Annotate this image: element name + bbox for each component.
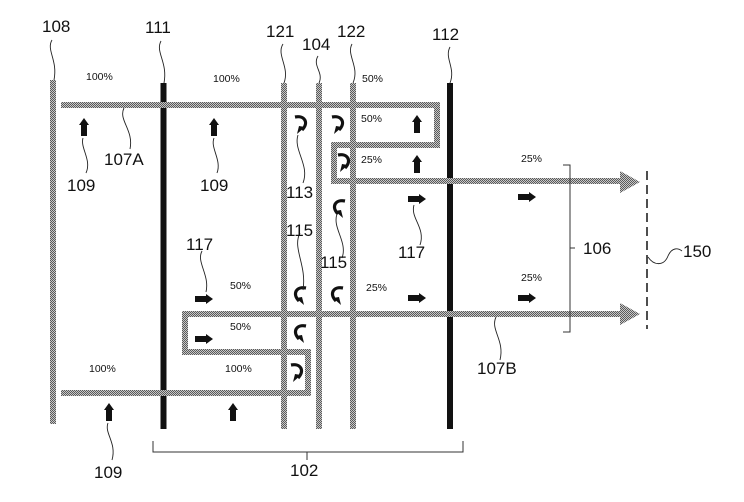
leader-121 xyxy=(280,43,286,84)
turn-arrow-icon xyxy=(336,153,351,174)
label-115a: 115 xyxy=(286,221,313,240)
percent-lower-loop-inner: 50% xyxy=(230,321,251,333)
turn-arrow-icon xyxy=(289,363,304,384)
leader-108 xyxy=(49,39,56,81)
label-104: 104 xyxy=(302,35,330,54)
percent-bottom-left: 100% xyxy=(89,363,116,375)
leader-122 xyxy=(350,43,356,84)
percent-mid-left: 50% xyxy=(230,280,251,292)
label-115b: 115 xyxy=(320,253,347,272)
right-arrow-icon xyxy=(518,293,536,303)
bracket-106 xyxy=(563,164,575,333)
label-150: 150 xyxy=(683,242,711,261)
turn-arrow-icon xyxy=(332,199,347,220)
percent-bottom-mid: 100% xyxy=(225,363,252,375)
leader-109b xyxy=(212,137,219,174)
label-122: 122 xyxy=(337,22,365,41)
leader-117b xyxy=(412,204,422,246)
right-arrow-icon xyxy=(195,294,213,304)
label-111: 111 xyxy=(145,18,171,37)
percent-mid-right: 25% xyxy=(366,282,387,294)
leader-107A xyxy=(122,107,132,150)
label-107B: 107B xyxy=(477,359,517,378)
up-arrow-icon xyxy=(104,403,114,421)
turn-arrow-icon xyxy=(330,115,345,136)
percent-output-upper: 25% xyxy=(521,153,542,165)
leader-112 xyxy=(447,46,453,84)
label-107A: 107A xyxy=(104,150,144,169)
right-arrow-icon xyxy=(408,194,426,204)
label-117b: 117 xyxy=(398,243,425,262)
output-arrowhead-lower xyxy=(620,303,640,325)
percent-loop2-inner: 25% xyxy=(361,154,382,166)
right-arrow-icon xyxy=(408,293,426,303)
leader-115b xyxy=(335,213,344,259)
label-121: 121 xyxy=(266,22,294,41)
label-109a: 109 xyxy=(67,176,95,195)
output-arrowhead-upper xyxy=(620,171,640,193)
path-107B xyxy=(61,311,620,396)
leader-109c xyxy=(106,422,114,461)
leader-104 xyxy=(315,55,321,84)
turn-arrow-icon xyxy=(293,115,308,136)
label-113: 113 xyxy=(286,183,313,202)
up-arrow-icon xyxy=(412,115,422,133)
percent-top-right-outer: 50% xyxy=(362,73,383,85)
up-arrow-icon xyxy=(209,118,219,136)
percent-top-mid: 100% xyxy=(213,73,240,85)
path-107A xyxy=(61,102,620,184)
bracket-102 xyxy=(152,441,464,460)
label-117a: 117 xyxy=(186,235,213,254)
up-arrow-icon xyxy=(412,155,422,173)
label-109c: 109 xyxy=(94,463,122,482)
right-arrow-icon xyxy=(195,334,213,344)
turn-arrow-icon xyxy=(293,324,308,345)
percent-output-lower: 25% xyxy=(521,272,542,284)
percent-top-left: 100% xyxy=(86,71,113,83)
leader-113 xyxy=(296,134,306,184)
label-102: 102 xyxy=(290,461,318,480)
label-109b: 109 xyxy=(200,176,228,195)
leader-115a xyxy=(297,232,305,291)
label-106: 106 xyxy=(583,239,611,258)
right-arrow-icon xyxy=(518,192,536,202)
leader-107B xyxy=(494,316,502,361)
up-arrow-icon xyxy=(79,118,89,136)
leader-117a xyxy=(200,250,208,293)
leader-111 xyxy=(159,40,166,84)
label-108: 108 xyxy=(42,17,70,36)
up-arrow-icon xyxy=(228,403,238,421)
turn-arrow-icon xyxy=(293,286,308,307)
leader-150 xyxy=(647,248,683,265)
turn-arrow-icon xyxy=(330,286,345,307)
leader-109a xyxy=(82,137,89,174)
percent-loop1-inner: 50% xyxy=(361,113,382,125)
label-112: 112 xyxy=(432,25,459,44)
